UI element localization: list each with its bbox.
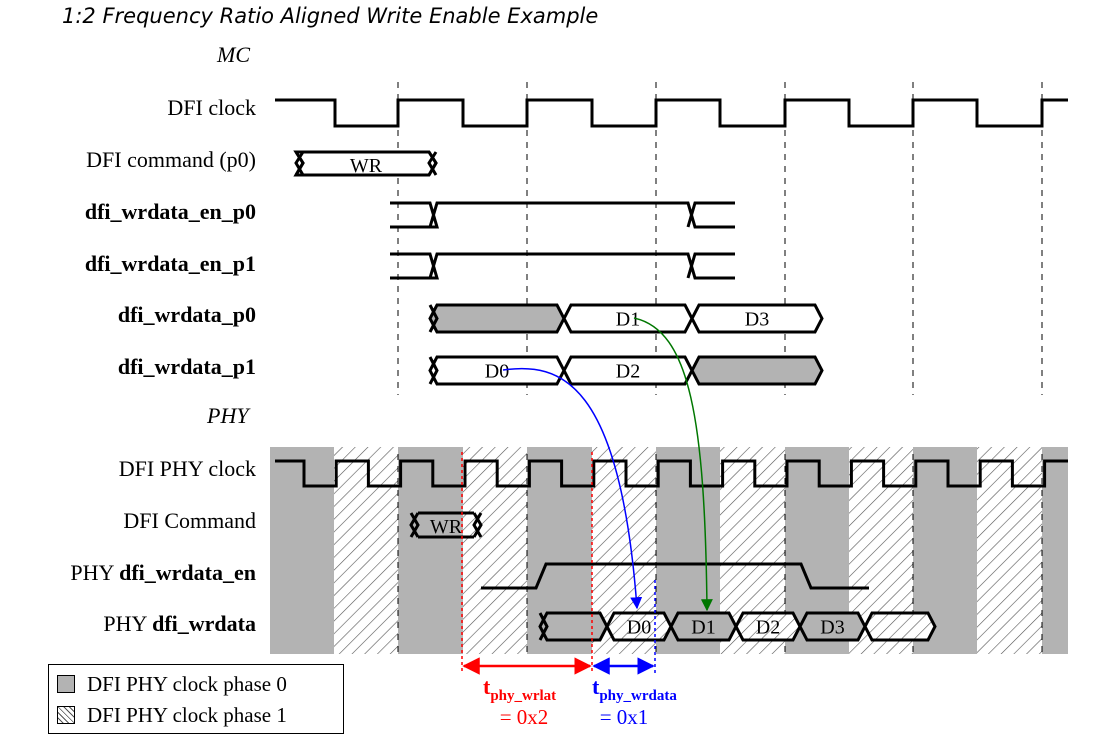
wrdata-p1-bus: D0 D2 xyxy=(428,355,824,386)
wrlat-t: t xyxy=(483,674,491,699)
label-phy-command: DFI Command xyxy=(123,508,256,533)
bus-segment-label-d0: D0 xyxy=(485,361,509,383)
bus-segment xyxy=(690,355,824,386)
d1-flow-arrow xyxy=(633,317,713,612)
label-dfi-command-p0: DFI command (p0) xyxy=(86,147,256,172)
bus-segment xyxy=(605,611,673,642)
bus-segment xyxy=(562,355,694,386)
wrdata-value: = 0x1 xyxy=(600,705,649,729)
bus-segment xyxy=(690,303,824,334)
label-wrdata-p0: dfi_wrdata_p0 xyxy=(118,302,256,328)
label-phy-wrdata-en-prefix: PHY xyxy=(70,560,114,585)
label-wrdata-p1: dfi_wrdata_p1 xyxy=(118,354,256,380)
label-dfi-clock: DFI clock xyxy=(167,95,256,120)
command-wr-label: WR xyxy=(350,155,383,177)
wrdata-p0-bus: D1 D3 xyxy=(428,303,824,334)
bus-edge xyxy=(538,612,549,641)
bus-segment-label-d1: D1 xyxy=(691,617,715,639)
section-phy: PHY xyxy=(207,403,249,428)
wrdata-subscript: phy_wrdata xyxy=(599,688,677,704)
legend: DFI PHY clock phase 0 DFI PHY clock phas… xyxy=(48,664,344,734)
label-wrdata-en-p1: dfi_wrdata_en_p1 xyxy=(85,251,256,277)
label-phy-wrdata-en: PHY dfi_wrdata_en xyxy=(70,560,256,586)
label-wrdata-en-p0: dfi_wrdata_en_p0 xyxy=(85,199,256,225)
wrlat-subscript: phy_wrlat xyxy=(490,688,556,704)
diagram-title: 1:2 Frequency Ratio Aligned Write Enable… xyxy=(62,4,599,28)
d0-flow-arrow xyxy=(502,367,643,610)
legend-phase1-label: DFI PHY clock phase 1 xyxy=(87,702,287,727)
phase0-band xyxy=(398,447,463,654)
wrdata-t: t xyxy=(592,674,600,699)
label-phy-wrdata: PHY dfi_wrdata xyxy=(103,611,256,637)
phy-wrdata-en-waveform xyxy=(481,562,869,590)
legend-phase0-label: DFI PHY clock phase 0 xyxy=(87,671,287,696)
section-mc: MC xyxy=(217,42,250,67)
label-wrdata-p1-text: dfi_wrdata_p1 xyxy=(117,354,256,379)
bus-edge xyxy=(428,304,439,333)
svg-text:tphy_wrdata: tphy_wrdata xyxy=(592,674,677,704)
legend-phase0-swatch xyxy=(57,675,75,693)
label-wrdata-p0-text: dfi_wrdata_p0 xyxy=(117,302,256,327)
bus-edge xyxy=(428,356,439,385)
phy-command-wr-label: WR xyxy=(430,516,463,538)
bus-segment-label-d2: D2 xyxy=(616,361,640,383)
bus-segment xyxy=(428,355,566,386)
bus-segment xyxy=(562,303,694,334)
phy-clock-waveform xyxy=(275,459,1068,488)
dfi-clock-waveform xyxy=(275,98,1068,128)
legend-phase0: DFI PHY clock phase 0 xyxy=(57,671,287,697)
svg-text:tphy_wrlat: tphy_wrlat xyxy=(483,674,556,704)
wrdata-en-p1-waveform xyxy=(390,252,735,280)
wrdata-en-p0-waveform xyxy=(390,201,735,229)
phase1-band xyxy=(334,447,398,654)
phase0-band xyxy=(1042,447,1068,654)
wrlat-value: = 0x2 xyxy=(500,705,549,729)
mc-clock-guides xyxy=(397,82,1043,654)
bus-segment xyxy=(669,611,738,642)
label-phy-wrdata-prefix: PHY xyxy=(103,611,147,636)
phase1-band xyxy=(463,447,527,654)
legend-phase1-swatch xyxy=(57,706,75,724)
bus-segment-label-d0: D0 xyxy=(627,617,651,639)
label-phy-wrdata-en-text: dfi_wrdata_en xyxy=(119,560,256,585)
label-wrdata-en-p1-text: dfi_wrdata_en_p1 xyxy=(84,251,256,276)
bus-segment-label-d2: D2 xyxy=(756,617,780,639)
phy-wrdata-bus: D0 D1 D2 D3 xyxy=(538,611,937,642)
phase0-band xyxy=(270,447,334,654)
label-phy-clock: DFI PHY clock xyxy=(118,456,256,481)
dfi-command-wr-bus: WR xyxy=(293,150,438,177)
label-phy-wrdata-text: dfi_wrdata xyxy=(152,611,256,636)
bus-segment xyxy=(538,611,609,642)
phase1-band xyxy=(977,447,1042,654)
bus-segment-label-d3: D3 xyxy=(820,617,844,639)
bus-segment-label-d1: D1 xyxy=(616,309,640,331)
bus-segment xyxy=(734,611,802,642)
bus-segment xyxy=(798,611,867,642)
phy-command-wr-bus: WR xyxy=(409,511,483,539)
bus-segment xyxy=(863,611,937,642)
timing-markers: tphy_wrlat = 0x2 tphy_wrdata = 0x1 xyxy=(461,452,677,729)
legend-phase1: DFI PHY clock phase 1 xyxy=(57,702,287,728)
data-flow-arrows xyxy=(502,317,713,612)
label-wrdata-en-p0-text: dfi_wrdata_en_p0 xyxy=(84,199,256,224)
bus-segment xyxy=(428,303,566,334)
bus-segment-label-d3: D3 xyxy=(745,309,769,331)
